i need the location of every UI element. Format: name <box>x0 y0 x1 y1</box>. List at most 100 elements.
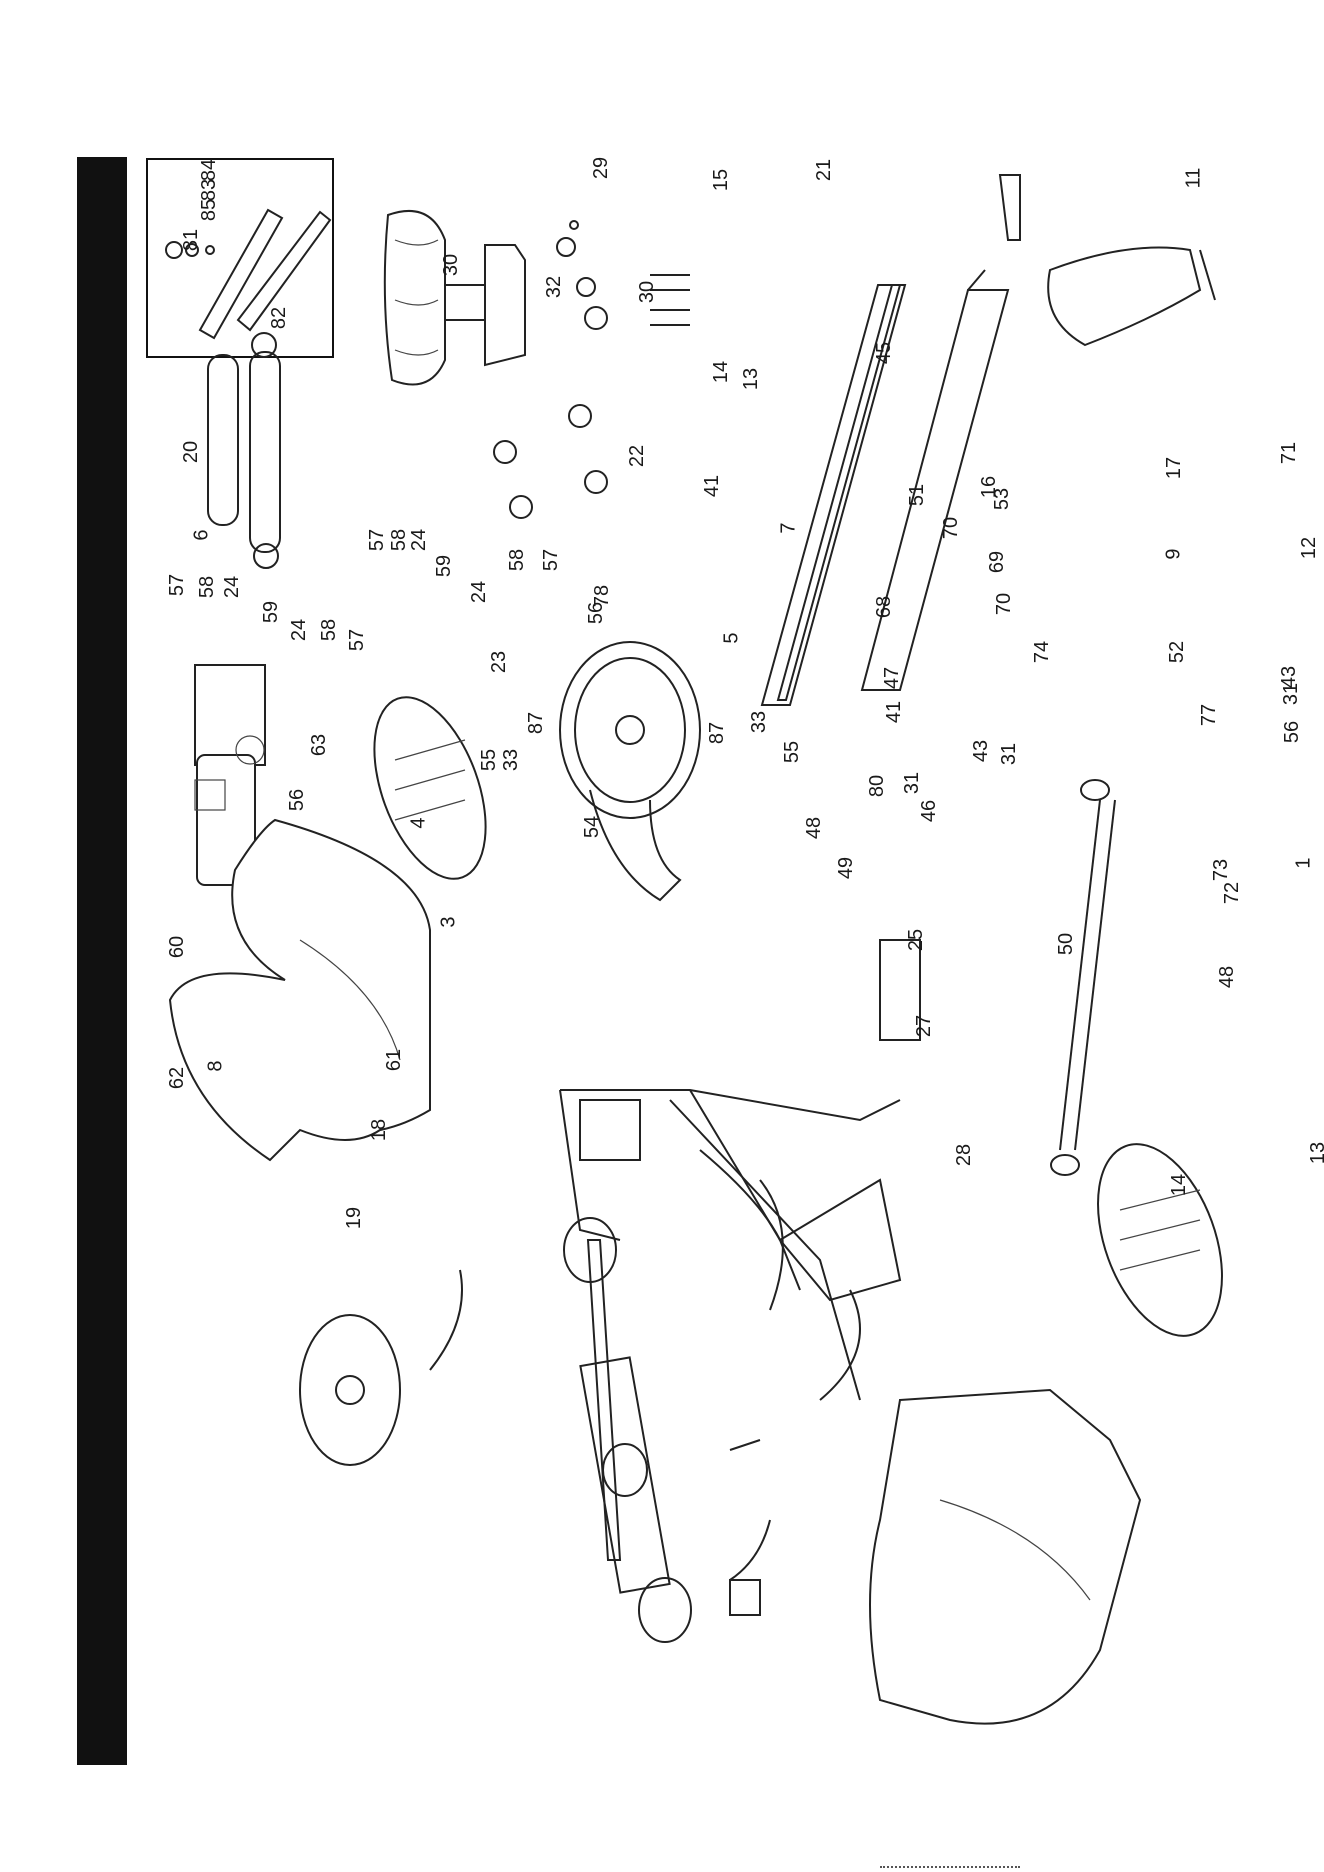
part-label-p60: 60 <box>166 935 189 959</box>
part-label-p87b: 87 <box>706 721 729 745</box>
part-label-p14a: 14 <box>710 360 733 384</box>
part-label-p19: 19 <box>343 1206 366 1230</box>
part-label-p41a: 41 <box>701 474 724 498</box>
part-label-p59b: 59 <box>433 554 456 578</box>
part-label-p69: 69 <box>986 550 1009 574</box>
part-label-p1: 1 <box>1292 857 1315 869</box>
part-label-p71: 71 <box>1278 441 1301 465</box>
part-label-p57d: 57 <box>540 548 563 572</box>
part-label-p58d: 58 <box>506 548 529 572</box>
part-label-p54: 54 <box>581 815 604 839</box>
part-label-p4: 4 <box>407 817 430 829</box>
part-label-p48a: 48 <box>803 816 826 840</box>
part-label-p24c: 24 <box>408 528 431 552</box>
part-label-p18: 18 <box>368 1118 391 1142</box>
part-label-p62: 62 <box>166 1066 189 1090</box>
part-label-p3: 3 <box>437 916 460 928</box>
part-label-p31a: 31 <box>901 771 924 795</box>
part-label-p27: 27 <box>913 1014 936 1038</box>
part-label-p33b: 33 <box>748 710 771 734</box>
part-label-p8: 8 <box>204 1060 227 1072</box>
part-label-p58c: 58 <box>388 528 411 552</box>
left-shroud-drawing <box>168 818 431 1162</box>
long-rods-drawing <box>1050 779 1116 1176</box>
part-label-p81: 81 <box>180 228 203 252</box>
flywheel-drawing <box>559 641 701 902</box>
part-label-p84a: 84 <box>198 158 221 182</box>
part-label-p57b: 57 <box>346 628 369 652</box>
seat-drawing <box>383 210 526 386</box>
part-label-p5: 5 <box>720 632 743 644</box>
handlebar-tubes-drawing <box>207 332 281 569</box>
page-side-bar <box>77 157 127 1765</box>
part-label-p14b: 14 <box>1168 1173 1191 1197</box>
part-label-p15: 15 <box>710 168 733 192</box>
pedal-bottom-drawing <box>1097 1143 1223 1337</box>
chest-strap-drawing <box>165 208 332 340</box>
part-label-p72: 72 <box>1221 881 1244 905</box>
part-label-p9: 9 <box>1162 548 1185 560</box>
crank-drawing <box>299 1314 401 1466</box>
part-label-p24b: 24 <box>288 618 311 642</box>
part-label-p24d: 24 <box>468 580 491 604</box>
part-label-p24a: 24 <box>221 575 244 599</box>
part-label-p13b: 13 <box>1307 1141 1324 1165</box>
part-label-p68: 68 <box>873 595 896 619</box>
part-label-p46: 46 <box>918 799 941 823</box>
part-label-p20: 20 <box>180 440 203 464</box>
part-label-p51: 51 <box>906 483 929 507</box>
part-label-p31c: 31 <box>1280 682 1303 706</box>
part-label-p73: 73 <box>1210 858 1233 882</box>
part-label-p61: 61 <box>383 1048 406 1072</box>
part-label-p22: 22 <box>626 444 649 468</box>
cables-drawing <box>429 1179 861 1616</box>
console-drawing <box>194 664 266 886</box>
right-shroud-drawing <box>869 1388 1142 1725</box>
part-label-p53: 53 <box>991 487 1014 511</box>
pedal-top-drawing <box>373 696 487 880</box>
part-label-p55a: 55 <box>478 748 501 772</box>
part-label-p41b: 41 <box>883 700 906 724</box>
part-label-p30b: 30 <box>636 280 659 304</box>
part-label-p25: 25 <box>905 928 928 952</box>
chest-strap-inset-box <box>146 158 334 358</box>
part-label-p31b: 31 <box>998 742 1021 766</box>
seat-rollers-drawing <box>493 220 690 519</box>
part-label-p50: 50 <box>1055 932 1078 956</box>
part-label-p43a: 43 <box>970 739 993 763</box>
part-label-p33a: 33 <box>500 748 523 772</box>
part-label-p23: 23 <box>488 650 511 674</box>
part-label-p77: 77 <box>1198 703 1221 727</box>
part-label-p74: 74 <box>1031 640 1054 664</box>
part-label-p57a: 57 <box>166 573 189 597</box>
part-label-p49: 49 <box>835 856 858 880</box>
part-label-p63: 63 <box>308 733 331 757</box>
part-label-p82: 82 <box>268 306 291 330</box>
part-label-p17: 17 <box>1163 456 1186 480</box>
part-label-p85: 85 <box>198 198 221 222</box>
part-label-p30a: 30 <box>440 253 463 277</box>
front-foot-drawing <box>998 174 1216 347</box>
part-label-p55b: 55 <box>781 740 804 764</box>
part-label-p6: 6 <box>190 529 213 541</box>
part-label-p70a: 70 <box>940 516 963 540</box>
part-label-p58b: 58 <box>318 618 341 642</box>
part-label-p52: 52 <box>1166 640 1189 664</box>
part-label-p11: 11 <box>1182 167 1205 189</box>
part-label-p56b: 56 <box>585 601 608 625</box>
part-label-p28: 28 <box>953 1143 976 1167</box>
part-label-p80: 80 <box>866 774 889 798</box>
part-label-p48b: 48 <box>1216 965 1239 989</box>
part-label-p58a: 58 <box>196 575 219 599</box>
page-footer-mark <box>880 1866 1020 1872</box>
part-label-p45a: 45 <box>873 341 896 365</box>
part-label-p59a: 59 <box>260 600 283 624</box>
part-label-p87a: 87 <box>525 711 548 735</box>
part-label-p21: 21 <box>813 158 836 182</box>
part-label-p7: 7 <box>777 522 800 534</box>
part-label-p57c: 57 <box>366 528 389 552</box>
part-label-p56c: 56 <box>1281 720 1304 744</box>
part-label-p83: 83 <box>198 178 221 202</box>
